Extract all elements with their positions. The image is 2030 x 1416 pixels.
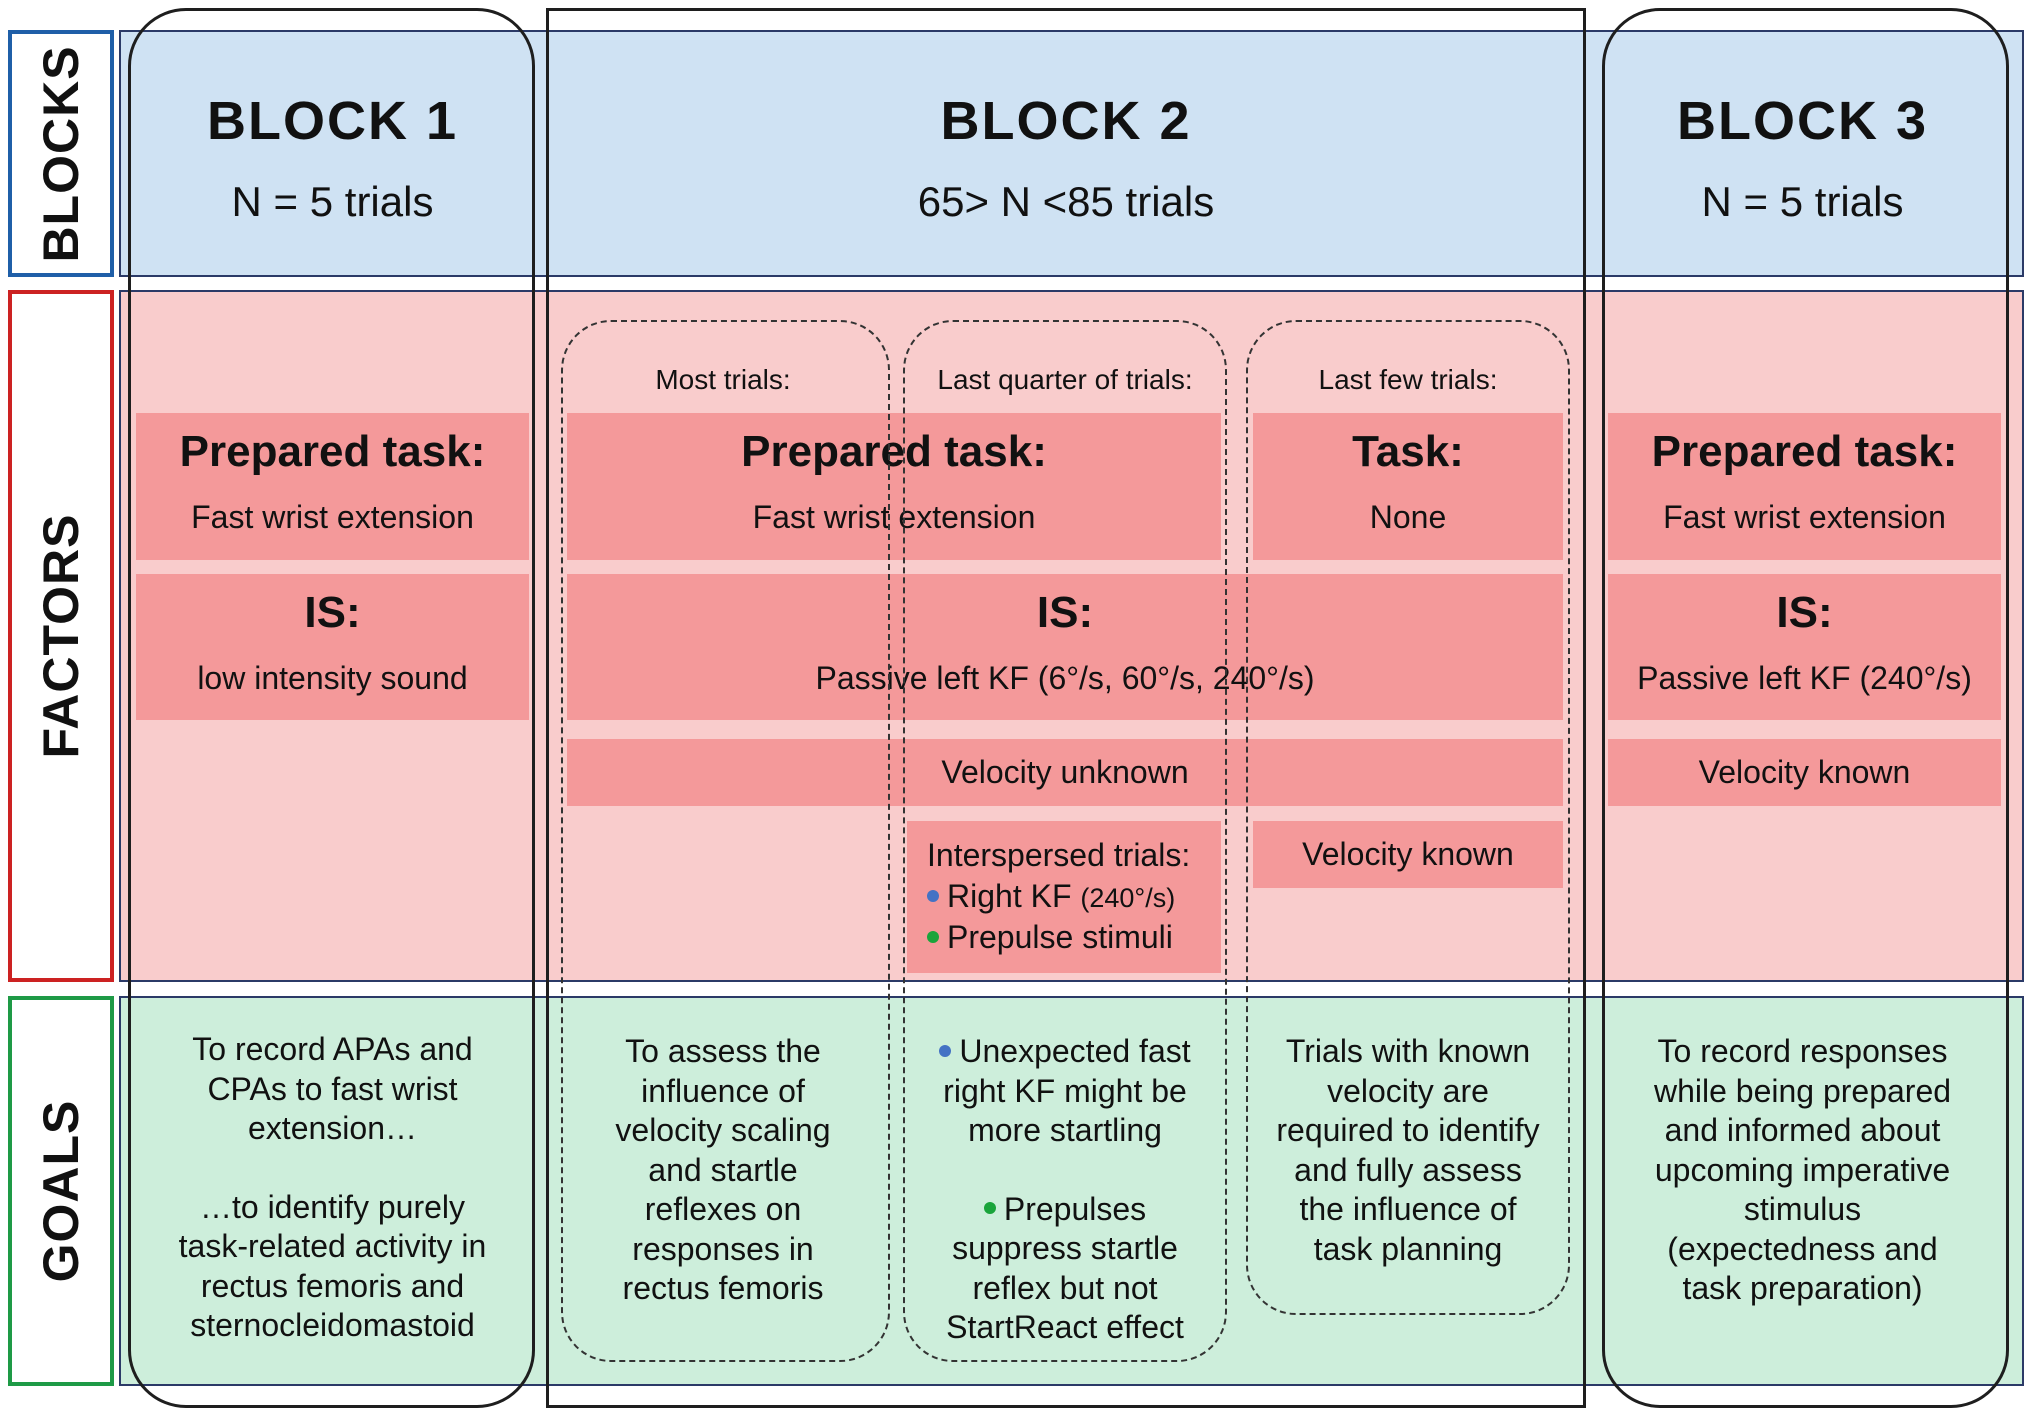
- green-bullet-icon: [983, 1202, 996, 1215]
- goal-line-text: Unexpected fast: [959, 1033, 1191, 1069]
- goal-line: (expectedness and: [1667, 1230, 1938, 1267]
- goal-line: influence of: [641, 1072, 805, 1109]
- block1-is-box: IS: low intensity sound: [136, 574, 529, 720]
- blocks-label-text: BLOCKS: [33, 44, 89, 263]
- block2-velocity-unknown-text: Velocity unknown: [941, 754, 1189, 790]
- block3-prepared-task-box: Prepared task: Fast wrist extension: [1608, 413, 2001, 560]
- block2-phase-label-last-few: Last few trials:: [1318, 364, 1498, 395]
- block1-prepared-task-box: Prepared task: Fast wrist extension: [136, 413, 529, 560]
- block2-is-heading: IS:: [1036, 588, 1094, 637]
- blocks-row-label: BLOCKS: [8, 30, 114, 277]
- goal-line: suppress startle: [952, 1230, 1178, 1266]
- goal-line: while being prepared: [1653, 1072, 1952, 1109]
- block2-is-box: IS: Passive left KF (6°/s, 60°/s, 240°/s…: [567, 574, 1563, 720]
- block2-interspersed-box: Interspersed trials: Right KF (240°/s) P…: [907, 821, 1221, 973]
- block3-goal: To record responses while being prepared…: [1605, 1032, 2000, 1309]
- block2-task-text: None: [1369, 499, 1447, 535]
- block2-interspersed-title: Interspersed trials:: [927, 837, 1191, 873]
- goal-line: reflexes on: [644, 1191, 802, 1227]
- block1-goal-line: To record APAs and: [192, 1031, 473, 1067]
- block2-prepared-task-box: Prepared task: Fast wrist extension: [567, 413, 1221, 560]
- block1-prepared-task-heading: Prepared task:: [179, 427, 486, 476]
- goal-line: Trials with known: [1285, 1033, 1531, 1069]
- block3-title: BLOCK 3: [1676, 91, 1928, 151]
- goal-line: responses in: [632, 1230, 814, 1267]
- goal-line: and startle: [648, 1151, 798, 1188]
- goal-line: velocity are: [1327, 1072, 1489, 1109]
- blue-bullet-icon: [939, 1044, 952, 1057]
- block2-velocity-known-box: Velocity known: [1253, 821, 1563, 888]
- block2-velocity-known-text: Velocity known: [1302, 836, 1514, 872]
- block1-goal-line: extension…: [248, 1110, 417, 1146]
- factors-row-label: FACTORS: [8, 290, 114, 982]
- block2-interspersed-item-right-kf: Right KF (240°/s): [927, 880, 1221, 912]
- green-bullet-icon: [927, 930, 939, 943]
- block3-prepared-task-heading: Prepared task:: [1651, 427, 1958, 476]
- block3-is-text: Passive left KF (240°/s): [1637, 660, 1972, 696]
- block1-goal: To record APAs and CPAs to fast wrist ex…: [140, 1030, 525, 1346]
- block2-prepared-task-heading: Prepared task:: [741, 427, 1047, 476]
- block2-phase-label-last-quarter: Last quarter of trials:: [937, 364, 1193, 395]
- block2-title: BLOCK 2: [940, 91, 1192, 151]
- goal-line: more startling: [968, 1112, 1162, 1148]
- block1-goal-line: CPAs to fast wrist: [207, 1070, 458, 1107]
- block1-title: BLOCK 1: [206, 91, 458, 151]
- goals-band: [119, 996, 2024, 1386]
- goal-line: reflex but not: [972, 1269, 1158, 1306]
- block3-is-box: IS: Passive left KF (240°/s): [1608, 574, 2001, 720]
- goal-line-text: Prepulses: [1003, 1190, 1147, 1227]
- goal-line: stimulus: [1743, 1191, 1862, 1227]
- interspersed-item-prepulse-text: Prepulse stimuli: [947, 919, 1173, 955]
- goals-row-label: GOALS: [8, 996, 114, 1386]
- block1-is-heading: IS:: [304, 588, 361, 637]
- block2-phase-label-most: Most trials:: [655, 364, 791, 395]
- goal-line: rectus femoris: [622, 1270, 824, 1306]
- block2-goal-last-quarter: Unexpected fast right KF might be more s…: [910, 1032, 1220, 1348]
- goal-line: Unexpected fast: [910, 1032, 1220, 1072]
- block2-interspersed-item-prepulse: Prepulse stimuli: [927, 921, 1221, 953]
- block3-prepared-task-text: Fast wrist extension: [1663, 499, 1946, 535]
- goal-line: required to identify: [1276, 1112, 1540, 1148]
- block2-trials: 65> N <85 trials: [917, 178, 1215, 225]
- goal-line: upcoming imperative: [1654, 1151, 1951, 1188]
- block2-goal-most-trials: To assess the influence of velocity scal…: [568, 1032, 878, 1309]
- goal-line: velocity scaling: [615, 1112, 831, 1148]
- goal-line: the influence of: [1299, 1191, 1517, 1227]
- blue-bullet-icon: [927, 889, 939, 902]
- block3-velocity-known-box: Velocity known: [1608, 739, 2001, 806]
- goals-label-text: GOALS: [33, 1099, 89, 1283]
- goal-line: To record responses: [1657, 1033, 1948, 1069]
- block1-goal-line: rectus femoris and: [200, 1267, 465, 1304]
- goal-line: To assess the: [625, 1033, 821, 1069]
- goal-line: task preparation): [1682, 1270, 1923, 1306]
- block1-prepared-task-text: Fast wrist extension: [191, 499, 474, 535]
- goal-line: StartReact effect: [946, 1309, 1184, 1345]
- block3-is-heading: IS:: [1776, 588, 1833, 637]
- block2-goal-last-few: Trials with known velocity are required …: [1253, 1032, 1563, 1269]
- interspersed-item-right-kf-note: (240°/s): [1080, 883, 1176, 913]
- block3-trials: N = 5 trials: [1701, 178, 1904, 225]
- block1-goal-line: sternocleidomastoid: [190, 1307, 475, 1343]
- block2-prepared-task-text: Fast wrist extension: [752, 499, 1036, 535]
- factors-label-text: FACTORS: [33, 513, 89, 759]
- block3-velocity-known-text: Velocity known: [1698, 754, 1911, 790]
- block1-is-text: low intensity sound: [197, 660, 468, 696]
- block2-velocity-unknown-box: Velocity unknown: [567, 739, 1563, 806]
- block2-is-text: Passive left KF (6°/s, 60°/s, 240°/s): [815, 660, 1315, 696]
- goal-line: and informed about: [1664, 1112, 1941, 1148]
- block1-trials: N = 5 trials: [231, 178, 434, 225]
- goal-line: and fully assess: [1294, 1151, 1522, 1188]
- blocks-band: [119, 30, 2024, 277]
- goal-line: task planning: [1313, 1230, 1503, 1267]
- block2-task-heading: Task:: [1352, 427, 1464, 476]
- goal-line: right KF might be: [943, 1072, 1187, 1109]
- goal-line: Prepulses: [910, 1190, 1220, 1230]
- block2-task-box: Task: None: [1253, 413, 1563, 560]
- block1-goal-line: …to identify purely: [199, 1188, 465, 1225]
- interspersed-item-right-kf-text: Right KF: [947, 878, 1072, 914]
- block1-goal-line: task-related activity in: [178, 1228, 487, 1264]
